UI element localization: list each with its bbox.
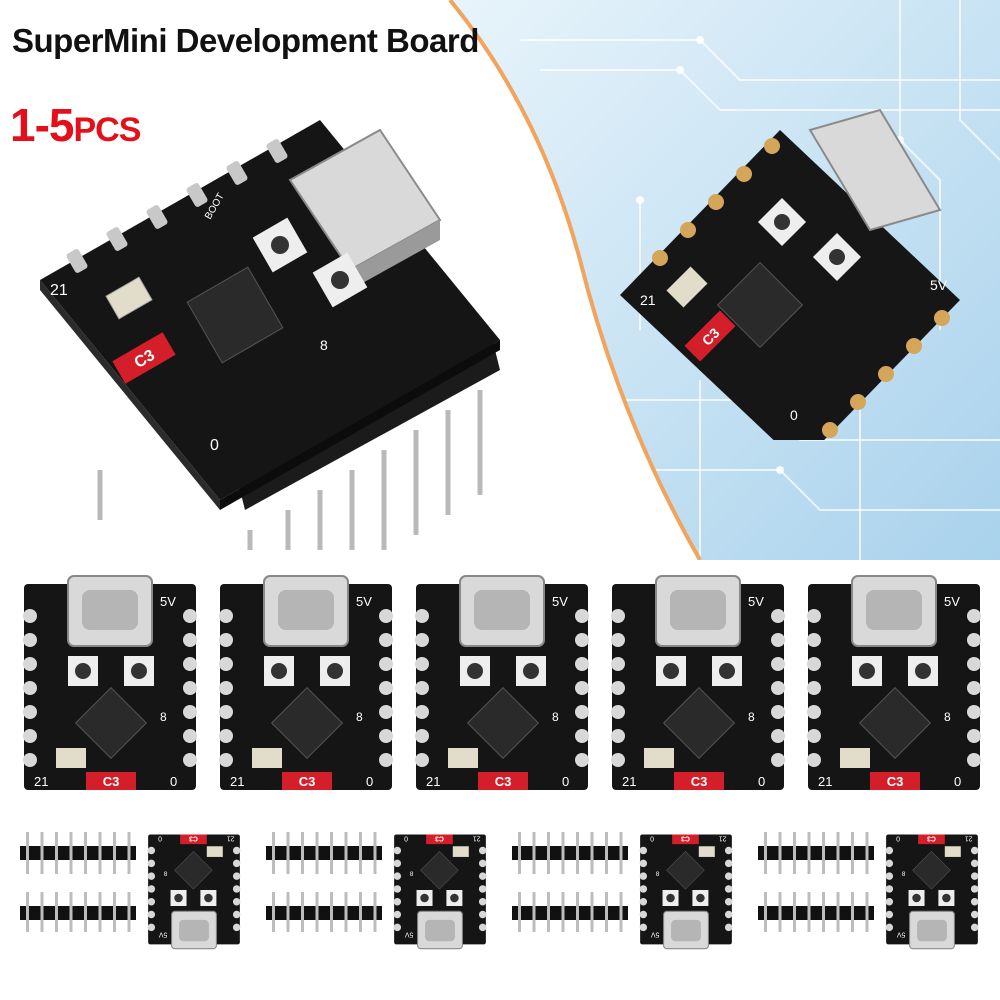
svg-text:0: 0 <box>170 774 177 789</box>
inset-pin-21: 21 <box>640 292 656 308</box>
svg-text:C3: C3 <box>299 774 316 789</box>
svg-text:8: 8 <box>163 869 167 876</box>
inset-board-image: C3 21 0 5V <box>620 108 960 440</box>
svg-text:8: 8 <box>901 869 905 876</box>
svg-text:0: 0 <box>366 774 373 789</box>
usb-c-connector <box>288 128 442 290</box>
svg-text:0: 0 <box>758 774 765 789</box>
quantity-range: 1-5 <box>10 99 74 151</box>
hero-board-image: C3 21 0 8 BOOT <box>40 120 500 550</box>
reset-button <box>312 252 368 308</box>
board-row: C3 21 0 5V 8 C3 21 0 5V 8 C3 21 0 5V 8 <box>0 560 1000 810</box>
svg-text:C3: C3 <box>927 835 936 842</box>
svg-text:8: 8 <box>748 710 755 724</box>
svg-text:21: 21 <box>34 774 48 789</box>
product-board: C3 21 0 5V 8 <box>804 570 984 807</box>
svg-text:C3: C3 <box>691 774 708 789</box>
kit-board: C3 21 0 5V 8 <box>146 820 242 965</box>
quantity-unit: PCS <box>73 111 141 149</box>
svg-text:C3: C3 <box>435 835 444 842</box>
pin-header-pair <box>266 832 386 937</box>
svg-text:0: 0 <box>562 774 569 789</box>
svg-text:21: 21 <box>818 774 832 789</box>
svg-text:0: 0 <box>896 835 900 842</box>
c3-label-badge <box>112 332 176 384</box>
kit-board: C3 21 0 5V 8 <box>884 820 980 965</box>
svg-text:5V: 5V <box>404 931 413 938</box>
svg-text:8: 8 <box>655 869 659 876</box>
svg-text:8: 8 <box>409 869 413 876</box>
svg-text:0: 0 <box>650 835 654 842</box>
inset-pin-0: 0 <box>790 407 798 423</box>
svg-text:5V: 5V <box>944 594 960 609</box>
svg-text:5V: 5V <box>650 931 659 938</box>
pin-8-label: 8 <box>320 337 328 353</box>
svg-text:8: 8 <box>944 710 951 724</box>
svg-text:8: 8 <box>160 710 167 724</box>
svg-text:0: 0 <box>158 835 162 842</box>
svg-text:21: 21 <box>719 835 727 842</box>
kit-board: C3 21 0 5V 8 <box>392 820 488 965</box>
svg-text:8: 8 <box>552 710 559 724</box>
svg-text:21: 21 <box>622 774 636 789</box>
svg-text:5V: 5V <box>896 931 905 938</box>
svg-text:C3: C3 <box>189 835 198 842</box>
svg-text:8: 8 <box>356 710 363 724</box>
pin-header-pair <box>512 832 632 937</box>
product-board: C3 21 0 5V 8 <box>608 570 788 807</box>
svg-text:5V: 5V <box>748 594 764 609</box>
svg-text:5V: 5V <box>552 594 568 609</box>
crystal <box>105 276 153 320</box>
svg-text:21: 21 <box>426 774 440 789</box>
product-board: C3 21 0 5V 8 <box>20 570 200 807</box>
svg-text:21: 21 <box>473 835 481 842</box>
svg-text:5V: 5V <box>356 594 372 609</box>
pin-21-label: 21 <box>50 282 68 299</box>
product-board: C3 21 0 5V 8 <box>412 570 592 807</box>
pin-header-pair <box>758 832 878 937</box>
kit-board: C3 21 0 5V 8 <box>638 820 734 965</box>
kit-row: C3 21 0 5V 8 C3 21 0 5V 8 C3 21 0 5V 8 <box>0 820 1000 990</box>
svg-text:C3: C3 <box>495 774 512 789</box>
svg-text:21: 21 <box>965 835 973 842</box>
pin-header-pair <box>20 832 140 937</box>
svg-text:21: 21 <box>230 774 244 789</box>
svg-text:0: 0 <box>954 774 961 789</box>
svg-text:0: 0 <box>404 835 408 842</box>
svg-text:C3: C3 <box>103 774 120 789</box>
svg-text:5V: 5V <box>158 931 167 938</box>
header-pins <box>97 390 483 550</box>
svg-text:C3: C3 <box>681 835 690 842</box>
product-board: C3 21 0 5V 8 <box>216 570 396 807</box>
boot-button <box>252 217 308 273</box>
svg-text:C3: C3 <box>887 774 904 789</box>
quantity-label: 1-5PCS <box>10 98 141 152</box>
inset-voltage: 5V <box>930 277 948 293</box>
svg-text:21: 21 <box>227 835 235 842</box>
esp-chip <box>186 266 284 364</box>
svg-text:5V: 5V <box>160 594 176 609</box>
page-title: SuperMini Development Board <box>12 22 479 59</box>
pin-0-label: 0 <box>210 437 219 454</box>
